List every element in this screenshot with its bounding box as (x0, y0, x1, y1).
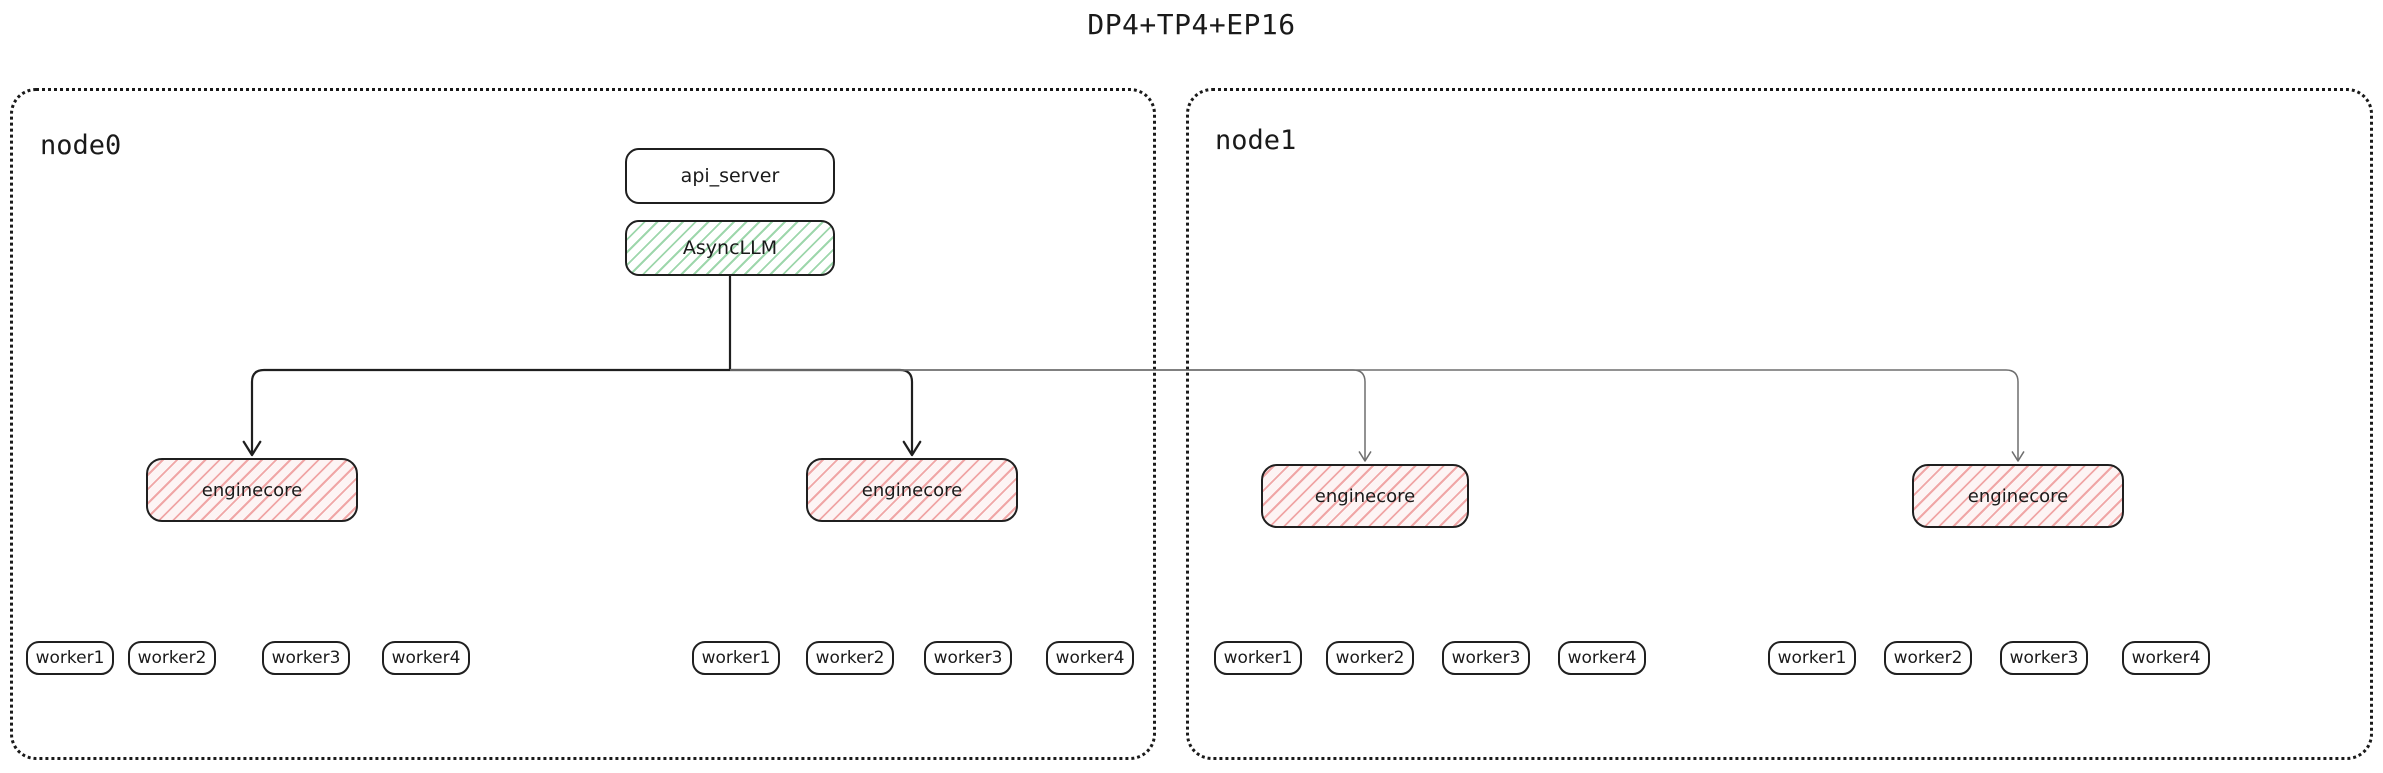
async-llm-label: AsyncLLM (682, 237, 778, 259)
worker-label: worker1 (701, 648, 771, 668)
node-label-node0: node0 (40, 130, 122, 161)
worker-box[interactable]: worker1 (1768, 641, 1856, 675)
enginecore-box[interactable]: enginecore (1912, 464, 2124, 528)
async-llm-box[interactable]: AsyncLLM (625, 220, 835, 276)
worker-box[interactable]: worker1 (26, 641, 114, 675)
worker-label: worker2 (137, 648, 207, 668)
worker-box[interactable]: worker2 (1326, 641, 1414, 675)
worker-box[interactable]: worker3 (262, 641, 350, 675)
enginecore-box[interactable]: enginecore (146, 458, 358, 522)
api-server-box[interactable]: api_server (625, 148, 835, 204)
worker-box[interactable]: worker3 (2000, 641, 2088, 675)
worker-label: worker3 (2009, 648, 2079, 668)
enginecore-label: enginecore (1967, 485, 2069, 507)
worker-box[interactable]: worker2 (806, 641, 894, 675)
node-label-node1: node1 (1215, 125, 1297, 156)
worker-label: worker1 (1223, 648, 1293, 668)
worker-box[interactable]: worker4 (1046, 641, 1134, 675)
worker-label: worker4 (391, 648, 461, 668)
worker-label: worker3 (271, 648, 341, 668)
enginecore-label: enginecore (1314, 485, 1416, 507)
worker-label: worker3 (933, 648, 1003, 668)
enginecore-box[interactable]: enginecore (1261, 464, 1469, 528)
enginecore-box[interactable]: enginecore (806, 458, 1018, 522)
worker-label: worker2 (1335, 648, 1405, 668)
worker-box[interactable]: worker2 (128, 641, 216, 675)
worker-box[interactable]: worker1 (1214, 641, 1302, 675)
enginecore-label: enginecore (201, 479, 303, 501)
worker-box[interactable]: worker4 (382, 641, 470, 675)
worker-box[interactable]: worker3 (1442, 641, 1530, 675)
enginecore-label: enginecore (861, 479, 963, 501)
worker-label: worker1 (35, 648, 105, 668)
worker-box[interactable]: worker2 (1884, 641, 1972, 675)
worker-label: worker1 (1777, 648, 1847, 668)
worker-box[interactable]: worker3 (924, 641, 1012, 675)
worker-box[interactable]: worker4 (2122, 641, 2210, 675)
worker-box[interactable]: worker1 (692, 641, 780, 675)
worker-label: worker3 (1451, 648, 1521, 668)
worker-label: worker2 (815, 648, 885, 668)
page-title: DP4+TP4+EP16 (1087, 8, 1296, 41)
api-server-label: api_server (680, 165, 780, 187)
worker-label: worker2 (1893, 648, 1963, 668)
worker-label: worker4 (2131, 648, 2201, 668)
worker-box[interactable]: worker4 (1558, 641, 1646, 675)
worker-label: worker4 (1055, 648, 1125, 668)
worker-label: worker4 (1567, 648, 1637, 668)
